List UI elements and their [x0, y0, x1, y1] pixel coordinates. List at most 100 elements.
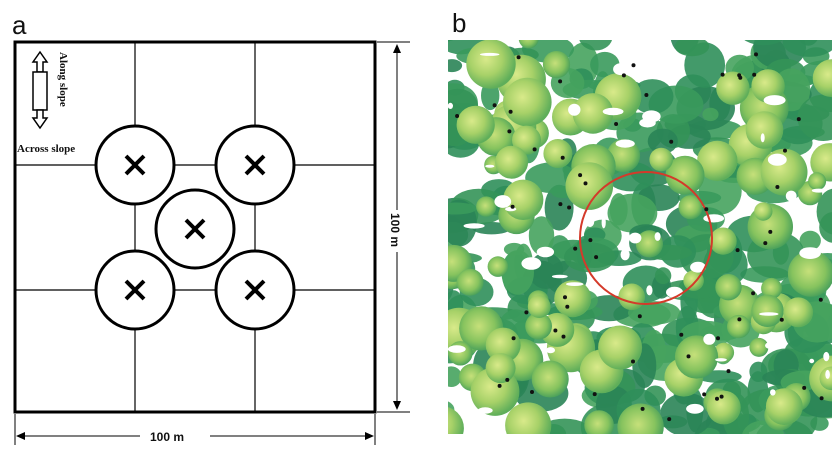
canopy-gap	[686, 404, 704, 414]
tree-point	[455, 114, 459, 118]
tree-crown	[457, 106, 495, 144]
tree-point	[505, 378, 509, 382]
tree-point	[819, 298, 823, 302]
tree-point	[783, 149, 787, 153]
canopy-gap	[809, 359, 814, 363]
tree-point	[687, 354, 691, 358]
canopy-gap	[799, 247, 821, 259]
canopy-gap	[642, 110, 661, 122]
canopy-gap	[613, 63, 628, 75]
panel-a: a Along slope Across slope	[0, 0, 440, 453]
tree-crown	[488, 256, 509, 277]
canopy-gap	[823, 352, 829, 361]
tree-point	[737, 317, 741, 321]
tree-crown	[751, 295, 783, 327]
tree-point	[565, 305, 569, 309]
tree-point	[751, 291, 755, 295]
along-slope-arrow-icon	[33, 52, 47, 128]
panel-b-letter: b	[452, 10, 466, 36]
tree-crown	[746, 111, 784, 149]
height-dim-arrow-top	[393, 44, 401, 53]
understory-patch	[655, 267, 671, 284]
canopy-gap	[478, 407, 493, 413]
panel-b-canopy-image	[448, 40, 832, 434]
canopy-gap	[825, 370, 830, 379]
tree-point	[669, 140, 673, 144]
tree-point	[768, 230, 772, 234]
canopy-gap	[764, 95, 786, 105]
tree-point	[498, 384, 502, 388]
tree-crown	[466, 40, 515, 89]
tree-crown	[710, 228, 737, 255]
width-label: 100 m	[150, 430, 184, 444]
tree-point	[820, 396, 824, 400]
tree-point	[517, 55, 521, 59]
canopy-gap	[666, 287, 683, 298]
canopy-gap	[768, 154, 787, 166]
tree-point	[558, 202, 562, 206]
canopy-gap	[603, 108, 624, 116]
tree-point	[561, 156, 565, 160]
tree-point	[614, 122, 618, 126]
tree-point	[727, 369, 731, 373]
tree-point	[754, 52, 758, 56]
tree-point	[775, 185, 779, 189]
tree-point	[578, 173, 582, 177]
canopy-gap	[448, 103, 453, 109]
tree-point	[763, 241, 767, 245]
tree-crown	[457, 269, 484, 296]
canopy-gap	[494, 195, 511, 208]
tree-crown	[598, 326, 642, 370]
tree-point	[752, 73, 756, 77]
tree-point	[562, 335, 566, 339]
tree-point	[588, 238, 592, 242]
canopy-gap	[552, 275, 568, 278]
width-dim-arrow-left	[16, 432, 25, 440]
tree-point	[679, 333, 683, 337]
canopy-gap	[568, 104, 580, 116]
tree-point	[622, 73, 626, 77]
tree-point	[573, 247, 577, 251]
tree-point	[567, 206, 571, 210]
tree-crown	[543, 139, 572, 168]
canopy-gap	[759, 312, 778, 316]
canopy-gap	[786, 191, 797, 202]
tree-point	[638, 314, 642, 318]
tree-crown	[707, 391, 741, 425]
along-slope-label: Along slope	[57, 52, 69, 107]
plot-layout-diagram: Along slope Across slope 100 m 100 m	[0, 0, 440, 453]
tree-crown	[715, 274, 741, 300]
canopy-gap	[770, 389, 776, 395]
tree-point	[780, 318, 784, 322]
tree-point	[797, 117, 801, 121]
tree-crown	[543, 51, 570, 78]
canopy-gap	[629, 233, 641, 244]
tree-crown	[532, 361, 569, 398]
canopy-gap	[485, 165, 494, 168]
tree-point	[530, 390, 534, 394]
tree-point	[802, 386, 806, 390]
tree-point	[721, 73, 725, 77]
canopy-gap	[521, 257, 541, 270]
canopy-gap	[655, 232, 661, 241]
tree-point	[736, 248, 740, 252]
tree-crown	[749, 338, 768, 357]
canopy-gap	[448, 345, 466, 353]
tree-point	[704, 207, 708, 211]
canopy-gap	[613, 277, 617, 286]
canopy-gap	[703, 214, 724, 222]
width-dim-arrow-right	[365, 432, 374, 440]
tree-crown	[495, 146, 528, 179]
canopy-height-map	[448, 40, 832, 434]
tree-crown	[448, 341, 472, 365]
tree-point	[511, 205, 515, 209]
tree-point	[524, 310, 528, 314]
canopy-gap	[812, 189, 826, 193]
tree-point	[563, 295, 567, 299]
canopy-gap	[765, 342, 776, 349]
tree-point	[644, 93, 648, 97]
tree-crown	[618, 284, 645, 311]
understory-patch	[564, 242, 615, 272]
tree-crown	[754, 202, 772, 220]
tree-point	[584, 181, 588, 185]
